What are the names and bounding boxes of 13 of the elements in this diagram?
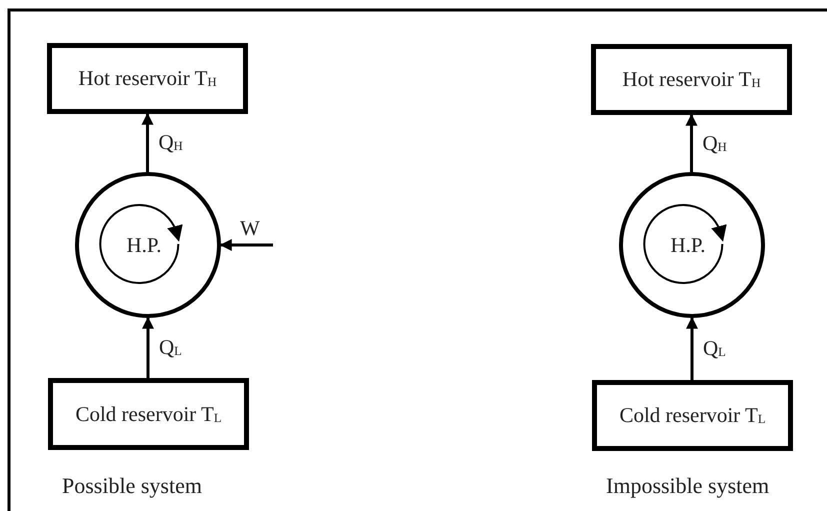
reservoir-box xyxy=(48,378,249,450)
arrow xyxy=(686,316,698,380)
arrow xyxy=(142,316,154,378)
caption-text: Impossible system xyxy=(606,473,770,499)
reservoir-box xyxy=(47,43,248,114)
caption-text: Possible system xyxy=(62,473,202,499)
reservoir-box xyxy=(592,380,793,451)
arrow xyxy=(220,239,273,251)
node-label: H.P. xyxy=(670,232,706,258)
reservoir-box xyxy=(591,44,792,115)
arrow xyxy=(686,114,698,172)
node-label: H.P. xyxy=(126,232,162,258)
arrow xyxy=(142,112,154,172)
